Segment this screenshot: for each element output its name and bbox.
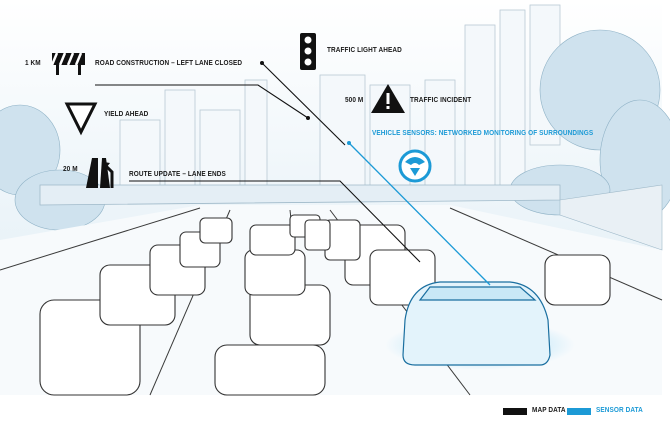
- traffic-light-icon: [300, 33, 316, 70]
- sensor-signal-icon: [398, 149, 432, 183]
- traffic-cars: [39, 214, 611, 396]
- yield-sign-icon: [64, 102, 98, 136]
- road-construction-barrier-icon: [50, 52, 85, 75]
- sensor-data-dot: [347, 141, 351, 145]
- lane-ends-icon: [86, 158, 114, 188]
- incident-label: TRAFFIC INCIDENT: [410, 97, 472, 104]
- legend-swatch-map: [503, 408, 527, 415]
- map-data-dot: [306, 116, 310, 120]
- traffic-light-label: TRAFFIC LIGHT AHEAD: [327, 47, 402, 54]
- warning-triangle-icon: [371, 84, 405, 113]
- legend-label-map: MAP DATA: [532, 407, 566, 414]
- construction-distance: 1 KM: [25, 60, 41, 67]
- construction-label: ROAD CONSTRUCTION – LEFT LANE CLOSED: [95, 60, 243, 67]
- map-data-lines: [95, 62, 421, 263]
- route-label: ROUTE UPDATE – LANE ENDS: [129, 171, 226, 178]
- legend-swatch-sensor: [567, 408, 591, 415]
- incident-distance: 500 M: [345, 97, 364, 104]
- sensor-data-line: [348, 142, 491, 286]
- yield-label: YIELD AHEAD: [104, 111, 149, 118]
- ego-vehicle: [402, 281, 551, 366]
- legend-label-sensor: SENSOR DATA: [596, 407, 643, 414]
- sensors-label: VEHICLE SENSORS: NETWORKED MONITORING OF…: [372, 130, 594, 137]
- route-distance: 20 M: [63, 166, 78, 173]
- map-data-dot: [260, 61, 264, 65]
- trees: [0, 29, 670, 231]
